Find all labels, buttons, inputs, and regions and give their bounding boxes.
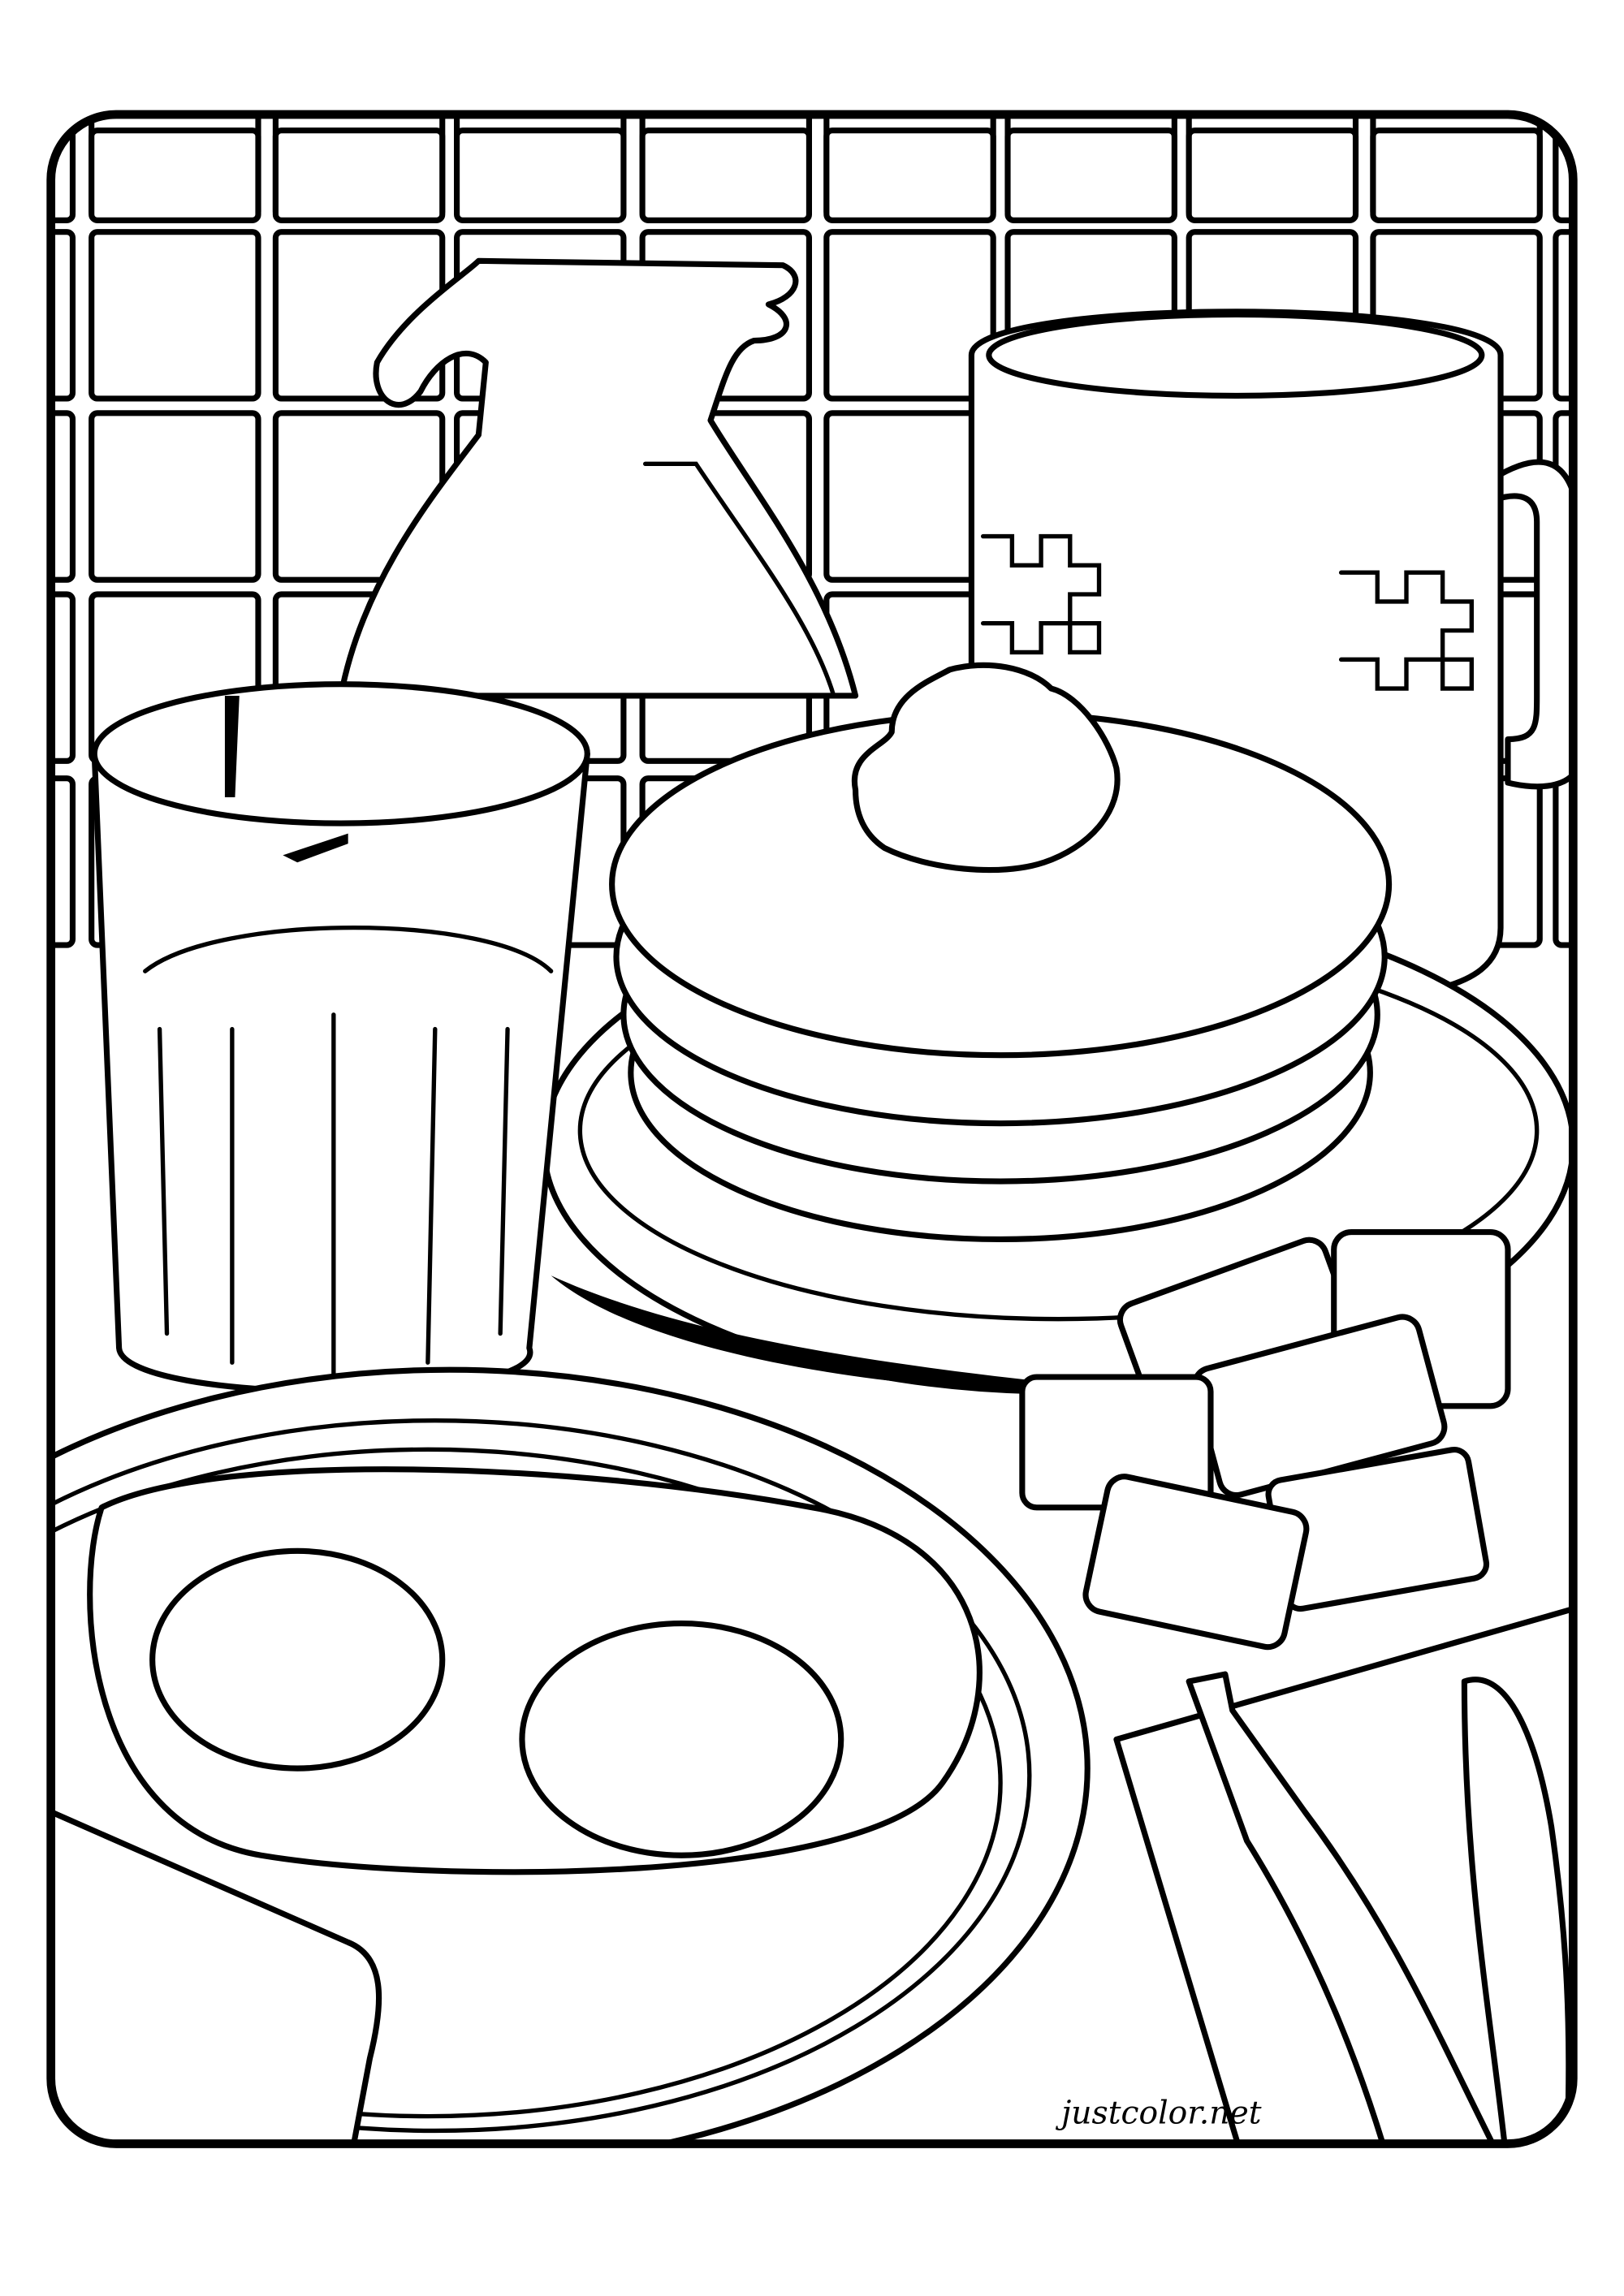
wall-tile xyxy=(1553,229,1574,402)
page-frame xyxy=(46,110,1578,2148)
milk-glass xyxy=(91,681,590,1395)
wall-tile xyxy=(272,127,446,223)
wall-tile xyxy=(50,775,76,948)
butter-pats xyxy=(1019,1228,1511,1651)
wall-tile xyxy=(823,229,996,402)
wall-tile xyxy=(89,229,261,402)
wall-tile xyxy=(50,410,76,583)
wall-tile xyxy=(639,127,812,223)
egg-yolk-right xyxy=(519,1621,844,1858)
butter-scoop xyxy=(851,662,1121,874)
wall-tile xyxy=(454,127,627,223)
wall-tile xyxy=(50,127,76,223)
wall-tile xyxy=(1370,127,1543,223)
toast xyxy=(50,1809,382,2144)
wall-tile xyxy=(823,410,996,583)
pancake-stack xyxy=(609,662,1393,1243)
wall-tile xyxy=(89,127,261,223)
egg-yolk-left xyxy=(149,1547,446,1772)
wall-tile xyxy=(1553,127,1574,223)
wall-tile xyxy=(1553,775,1574,948)
wall-tile xyxy=(1186,127,1359,223)
wall-tile xyxy=(89,410,261,583)
wall-tile xyxy=(1004,127,1177,223)
wall-tile xyxy=(823,127,996,223)
napkin-and-fork xyxy=(1113,1606,1574,2144)
wall-tile xyxy=(50,591,76,764)
watermark: justcolor.net xyxy=(1055,2095,1262,2132)
wall-tile xyxy=(50,229,76,402)
syrup-bottle xyxy=(338,257,859,699)
